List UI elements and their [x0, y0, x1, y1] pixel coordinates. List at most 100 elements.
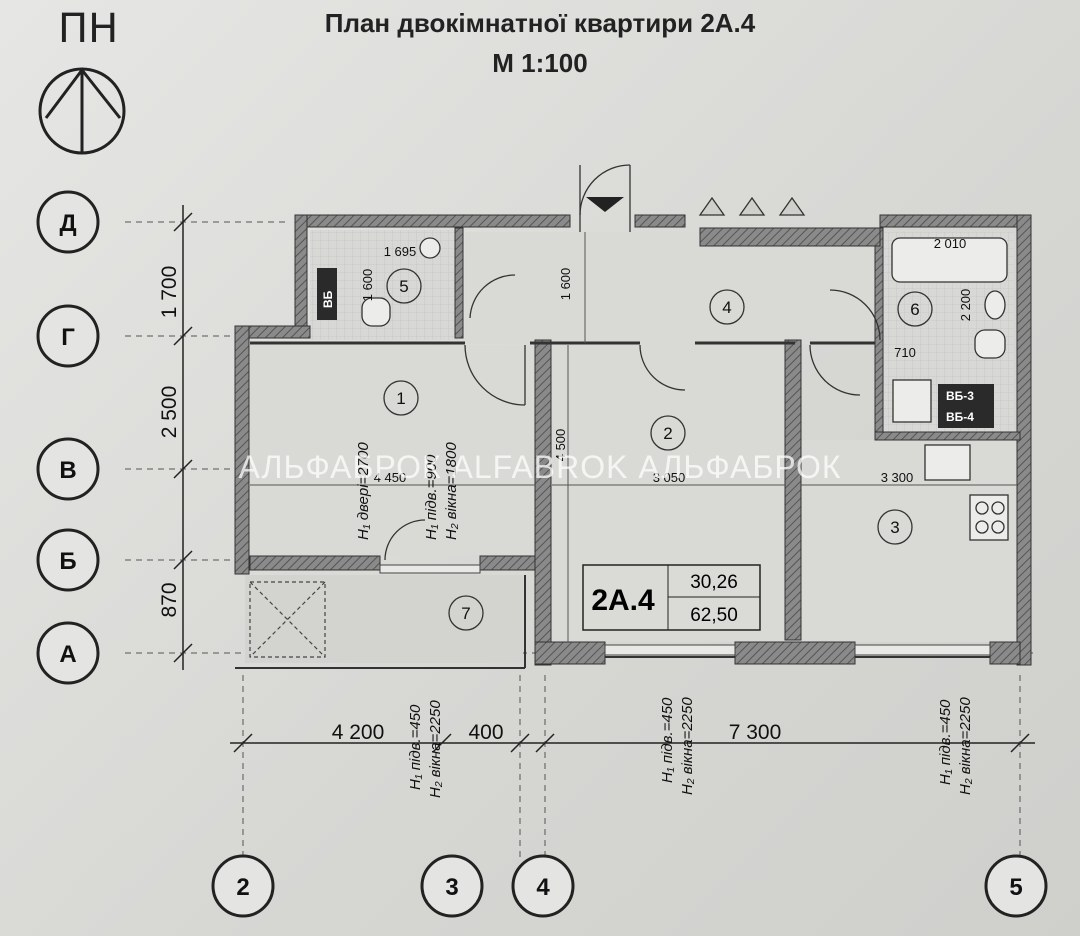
room-1-number: 1	[396, 389, 405, 408]
wall-balcony-right	[479, 555, 536, 571]
window-room2	[604, 644, 736, 656]
axis-bubble-4	[511, 854, 575, 918]
wall-bath5-right	[454, 227, 464, 339]
washing-machine-icon	[892, 379, 932, 423]
axis-label-d: Д	[59, 210, 76, 237]
north-label: ПН	[58, 6, 119, 52]
sink-5-icon	[419, 237, 441, 259]
dim-bath6-width: 2 010	[934, 236, 967, 251]
note-window-1-sill: H₁ підв.=450	[407, 704, 424, 790]
total-area: 62,50	[690, 605, 738, 626]
dim-7300: 7 300	[729, 721, 782, 744]
wall-ventshaft	[699, 227, 881, 247]
toilet-5-icon	[361, 297, 391, 327]
window-room3	[854, 644, 991, 656]
note-window-2-sill: H₁ підв.=450	[659, 697, 676, 783]
stove-icon	[969, 494, 1009, 541]
tag-vb3: ВБ-3	[946, 389, 974, 403]
sink-6-icon	[984, 290, 1006, 320]
dim-room2-height: 4 500	[553, 429, 568, 462]
dim-bath5-width: 1 695	[384, 244, 417, 259]
tag-vb-left: ВБ	[321, 290, 335, 308]
north-arrow-icon	[38, 67, 126, 155]
wall-bottom-2	[734, 641, 856, 665]
room-6-number: 6	[910, 300, 919, 319]
toilet-6-icon	[974, 329, 1006, 359]
entrance-arrow-icon	[586, 197, 624, 212]
dim-bath6-height: 2 200	[958, 289, 973, 322]
boiler-right-icon	[938, 384, 994, 428]
room-4-floor	[465, 232, 878, 344]
note-window-1-height: H₂ вікна=2250	[427, 700, 444, 798]
axis-bubble-d	[36, 190, 100, 254]
wall-bath6-bottom	[874, 431, 1021, 441]
axis-label-g: Г	[61, 324, 75, 351]
dim-4200: 4 200	[332, 721, 385, 744]
axis-label-3: 3	[445, 874, 458, 901]
note-room1-window: H₂ вікна=1800	[443, 442, 460, 540]
room-1-bubble	[383, 380, 419, 416]
boiler-left-icon	[317, 268, 337, 320]
room-7-floor	[245, 575, 523, 663]
note-window-2-height: H₂ вікна=2250	[679, 697, 696, 795]
axis-label-4: 4	[536, 874, 550, 901]
wall-balcony-left	[249, 555, 381, 571]
dim-870: 870	[158, 582, 181, 617]
dim-corridor-height: 1 600	[558, 268, 573, 301]
wall-bottom-3	[989, 641, 1021, 665]
note-room1-sill: H₁ підв.=900	[423, 454, 440, 540]
axis-label-v: В	[59, 457, 76, 484]
wall-room2-room3	[784, 339, 802, 641]
axis-bubble-v	[36, 437, 100, 501]
room-3-floor	[794, 440, 1022, 642]
dim-bath5-height: 1 600	[360, 269, 375, 302]
door-room2	[639, 344, 686, 391]
window-room1	[379, 564, 481, 574]
room-7-number: 7	[461, 604, 470, 623]
watermark: АЛЬФАБРОК ALFABROK АЛЬФАБРОК	[238, 449, 841, 485]
tag-vb4: ВБ-4	[946, 410, 974, 424]
axis-bubble-2	[211, 854, 275, 918]
wall-bottom-1	[534, 641, 606, 665]
note-window-3-height: H₂ вікна=2250	[957, 697, 974, 795]
room-3-bubble	[877, 509, 913, 545]
dim-1700: 1 700	[158, 266, 181, 319]
door-entrance	[579, 164, 631, 216]
living-area: 30,26	[690, 572, 738, 593]
vent-shafts	[698, 196, 806, 216]
axis-bubble-5	[984, 854, 1048, 918]
door-room3	[809, 344, 861, 396]
wall-left-bath	[294, 214, 308, 338]
apartment-code: 2А.4	[591, 584, 655, 617]
axis-bubble-a	[36, 621, 100, 685]
dim-room1-width: 4 450	[374, 470, 407, 485]
axis-bubble-3	[420, 854, 484, 918]
door-bath5	[469, 274, 516, 319]
apartment-summary: 2А.4 30,26 62,50	[582, 564, 761, 631]
plan-title: План двокімнатної квартири 2А.4	[324, 8, 756, 38]
note-room1-door: H₁ двері=2700	[355, 442, 372, 540]
room-5-bubble	[386, 268, 422, 304]
dim-2500: 2 500	[158, 386, 181, 439]
dim-400: 400	[468, 721, 503, 744]
room-7-bubble	[448, 595, 484, 631]
door-bath6	[829, 289, 881, 341]
room-2-bubble	[650, 415, 686, 451]
room-2-number: 2	[663, 424, 672, 443]
wall-top-right	[879, 214, 1031, 228]
dim-room2-width: 3 050	[653, 470, 686, 485]
axis-label-5: 5	[1009, 874, 1022, 901]
room-4-number: 4	[722, 298, 731, 317]
axis-label-b: Б	[59, 548, 76, 575]
axis-bubble-b	[36, 528, 100, 592]
dim-room3-width: 3 300	[881, 470, 914, 485]
room-4-bubble	[709, 289, 745, 325]
plan-scale: М 1:100	[492, 48, 588, 78]
axis-label-a: А	[59, 641, 76, 668]
balcony-storage	[249, 581, 326, 658]
note-window-3-sill: H₁ підв.=450	[937, 699, 954, 785]
room-3-number: 3	[890, 518, 899, 537]
wall-top-left	[294, 214, 571, 228]
